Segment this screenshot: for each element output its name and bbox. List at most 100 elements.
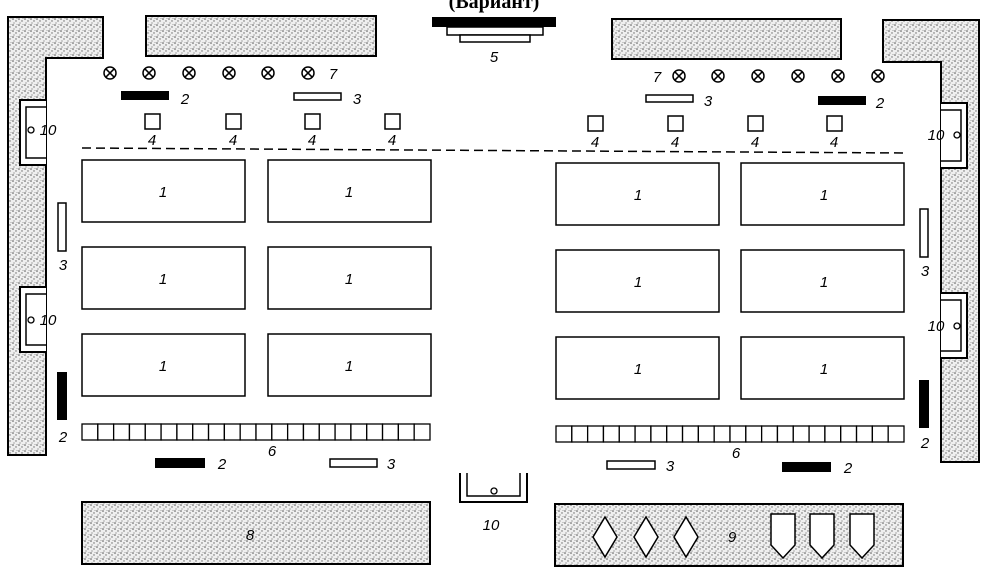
grid-cell <box>745 425 763 443</box>
small-square <box>304 113 321 130</box>
grid-cell <box>634 425 652 443</box>
label-1: 1 <box>820 274 828 291</box>
black-board <box>818 96 866 105</box>
grid-cell <box>697 425 715 443</box>
label-7-left: 7 <box>329 66 338 83</box>
label-1: 1 <box>345 358 353 375</box>
label-4: 4 <box>751 134 759 151</box>
black-board-vertical <box>57 372 67 420</box>
label-1: 1 <box>634 187 642 204</box>
grid-cell <box>855 425 874 443</box>
door-left-upper <box>19 99 46 166</box>
white-board-vertical <box>919 208 929 258</box>
small-squares-right <box>587 115 843 132</box>
grid-cell <box>144 423 162 441</box>
label-1: 1 <box>345 184 353 201</box>
dashed-divider <box>81 147 906 154</box>
grid-cell <box>302 423 320 441</box>
plan-title: (Вариант) <box>449 0 540 13</box>
grid-cell <box>729 425 747 443</box>
small-square <box>667 115 684 132</box>
table <box>81 246 246 310</box>
grid-strip-right <box>555 425 905 443</box>
podium-top <box>432 17 556 27</box>
label-3: 3 <box>921 263 930 280</box>
podium-bottom <box>459 34 531 43</box>
label-4: 4 <box>308 132 316 149</box>
grid-cell <box>207 423 226 441</box>
white-board <box>606 460 656 470</box>
grid-cell <box>681 425 700 443</box>
label-1: 1 <box>345 271 353 288</box>
black-board-vertical <box>919 380 929 428</box>
label-2: 2 <box>180 91 190 108</box>
lamp-icon <box>142 66 156 80</box>
lamp-icon <box>182 66 196 80</box>
grid-cell <box>808 425 826 443</box>
door-left-lower <box>19 286 46 353</box>
grid-cell <box>713 425 731 443</box>
label-2: 2 <box>920 435 930 452</box>
label-4: 4 <box>229 132 237 149</box>
label-4: 4 <box>148 132 156 149</box>
label-8: 8 <box>246 527 255 544</box>
grid-cell <box>666 425 684 443</box>
label-3: 3 <box>387 456 396 473</box>
label-3: 3 <box>353 91 362 108</box>
label-4: 4 <box>830 134 838 151</box>
label-7-right: 7 <box>653 69 662 86</box>
grid-cell <box>555 425 573 443</box>
label-5: 5 <box>490 49 499 66</box>
grid-cell <box>381 423 400 441</box>
label-9: 9 <box>728 529 737 546</box>
black-board <box>121 91 169 100</box>
label-3: 3 <box>666 458 675 475</box>
shield-icon <box>809 513 835 560</box>
grid-cell <box>112 423 131 441</box>
diamond-icon <box>633 515 659 559</box>
black-board <box>155 458 205 468</box>
grid-cell <box>176 423 194 441</box>
shield-icon <box>849 513 875 560</box>
small-square <box>384 113 401 130</box>
grid-cell <box>128 423 146 441</box>
small-squares-left <box>144 113 401 130</box>
table <box>555 162 720 226</box>
grid-cell <box>97 423 115 441</box>
black-board <box>782 462 831 472</box>
table <box>555 249 720 313</box>
label-10: 10 <box>40 122 57 139</box>
label-4: 4 <box>388 132 396 149</box>
label-1: 1 <box>159 184 167 201</box>
grid-cell <box>271 423 289 441</box>
white-board <box>645 94 694 103</box>
grid-cell <box>286 423 305 441</box>
label-10: 10 <box>928 127 945 144</box>
table <box>740 162 905 226</box>
label-2: 2 <box>217 456 227 473</box>
label-2: 2 <box>843 460 853 477</box>
door-right-lower <box>941 292 968 359</box>
shield-icon <box>770 513 796 560</box>
table <box>81 333 246 397</box>
grid-cell <box>318 423 336 441</box>
grid-cell <box>366 423 384 441</box>
grid-cell <box>760 425 779 443</box>
grid-strip-left <box>81 423 431 441</box>
grid-cell <box>586 425 605 443</box>
lamp-icon <box>672 69 686 83</box>
label-1: 1 <box>634 274 642 291</box>
grid-cell <box>840 425 858 443</box>
grid-cell <box>618 425 636 443</box>
white-board-vertical <box>57 202 67 252</box>
lamp-icon <box>831 69 845 83</box>
small-square <box>826 115 843 132</box>
grid-cell <box>650 425 668 443</box>
label-1: 1 <box>159 271 167 288</box>
tables-left <box>81 159 432 397</box>
grid-cell <box>887 425 905 443</box>
table <box>267 246 432 310</box>
grid-cell <box>239 423 257 441</box>
lamp-row-left <box>103 66 315 80</box>
